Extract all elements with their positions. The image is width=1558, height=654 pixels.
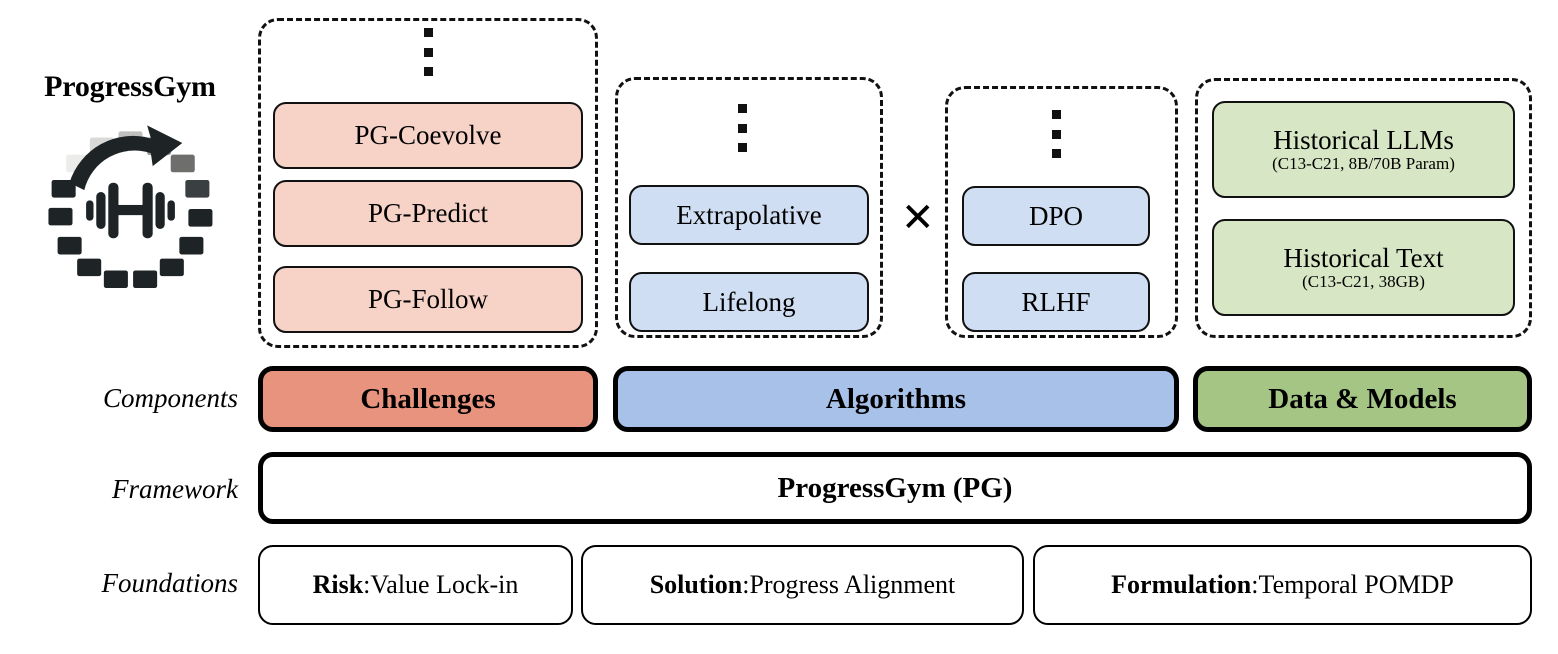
chip-pg-predict[interactable]: PG-Predict	[273, 180, 583, 247]
component-bar-algorithms[interactable]: Algorithms	[613, 366, 1179, 432]
component-bar-label: Challenges	[360, 382, 496, 415]
cross-multiply-icon: ✕	[901, 196, 935, 240]
component-bar-label: Algorithms	[825, 382, 967, 415]
chip-historical-llms[interactable]: Historical LLMs (C13-C21, 8B/70B Param)	[1212, 101, 1515, 198]
framework-bar[interactable]: ProgressGym (PG)	[258, 452, 1532, 524]
foundation-key: Solution	[649, 570, 743, 599]
chip-dpo[interactable]: DPO	[962, 186, 1150, 246]
challenges-group	[258, 18, 598, 348]
algorithms-left-ellipsis-icon	[736, 104, 748, 152]
chip-rlhf[interactable]: RLHF	[962, 272, 1150, 332]
challenges-ellipsis-icon	[422, 28, 434, 76]
foundation-box-formulation[interactable]: Formulation: Temporal POMDP	[1033, 545, 1532, 625]
chip-title: Lifelong	[702, 286, 796, 317]
chip-historical-text[interactable]: Historical Text (C13-C21, 38GB)	[1212, 219, 1515, 316]
chip-title: PG-Predict	[368, 198, 488, 229]
algorithms-right-group	[945, 86, 1178, 338]
chip-lifelong[interactable]: Lifelong	[629, 272, 869, 332]
foundation-box-solution[interactable]: Solution: Progress Alignment	[581, 545, 1024, 625]
chip-title: Extrapolative	[676, 199, 822, 230]
foundation-separator: :	[742, 570, 750, 599]
foundation-separator: :	[1251, 570, 1259, 599]
chip-title: PG-Follow	[367, 284, 489, 315]
chip-extrapolative[interactable]: Extrapolative	[629, 185, 869, 245]
algorithms-left-group	[615, 77, 883, 338]
chip-title: Historical LLMs	[1273, 124, 1454, 155]
chip-subtitle: (C13-C21, 8B/70B Param)	[1272, 154, 1455, 174]
component-bar-challenges[interactable]: Challenges	[258, 366, 598, 432]
framework-bar-label: ProgressGym (PG)	[777, 471, 1013, 504]
algorithms-right-ellipsis-icon	[1050, 110, 1062, 158]
foundation-box-risk[interactable]: Risk: Value Lock-in	[258, 545, 573, 625]
foundation-value: Progress Alignment	[749, 570, 956, 599]
chip-pg-follow[interactable]: PG-Follow	[273, 266, 583, 333]
foundation-key: Formulation	[1111, 570, 1252, 599]
foundation-value: Value Lock-in	[370, 570, 519, 599]
chip-title: Historical Text	[1283, 242, 1444, 273]
foundation-separator: :	[363, 570, 371, 599]
progress-arrow-dumbbell-logo-icon	[38, 118, 223, 303]
chip-pg-coevolve[interactable]: PG-Coevolve	[273, 102, 583, 169]
row-label-foundations: Foundations	[101, 568, 238, 598]
chip-title: PG-Coevolve	[354, 120, 502, 151]
row-label-framework: Framework	[112, 474, 238, 504]
foundation-value: Temporal POMDP	[1258, 570, 1454, 599]
page-title: ProgressGym	[44, 70, 216, 103]
foundation-key: Risk	[312, 570, 364, 599]
chip-title: DPO	[1028, 200, 1083, 231]
data-models-group	[1195, 78, 1532, 338]
chip-title: RLHF	[1021, 286, 1091, 317]
component-bar-data-models[interactable]: Data & Models	[1193, 366, 1532, 432]
chip-subtitle: (C13-C21, 38GB)	[1302, 272, 1425, 292]
row-label-components: Components	[103, 383, 238, 413]
component-bar-label: Data & Models	[1268, 382, 1457, 415]
